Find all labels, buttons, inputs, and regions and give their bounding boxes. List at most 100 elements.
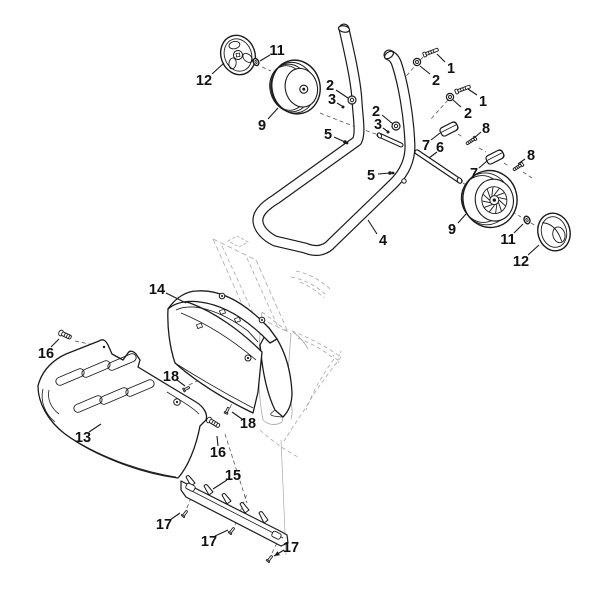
callout-17: 17 [156, 512, 181, 533]
part-number-label: 17 [201, 534, 217, 550]
callout-3: 3 [328, 92, 343, 108]
assembly-axis-lines [74, 56, 542, 554]
part-number-label: 18 [240, 416, 256, 432]
screw-illustration [223, 406, 230, 415]
callout-6: 6 [428, 140, 444, 159]
hole-dot [386, 130, 390, 134]
comb-bar-slot [271, 530, 282, 540]
comb-bar-slot [185, 482, 196, 492]
part-number-label: 6 [436, 140, 444, 156]
part-number-label: 1 [479, 94, 487, 110]
callout-2: 2 [419, 65, 440, 89]
hole-dot [341, 105, 345, 109]
callout-5: 5 [324, 127, 347, 144]
callout-7: 7 [470, 160, 488, 182]
frame-washers-and-holes [341, 95, 401, 134]
housing-top-rim [167, 290, 278, 344]
callout-7: 7 [422, 132, 441, 154]
part-number-label: 16 [38, 346, 54, 362]
wheel-spokes [482, 186, 507, 214]
flap-tab-hole [102, 345, 106, 349]
part-number-label: 7 [470, 166, 478, 182]
wheel-left-illustration [269, 59, 321, 115]
callout-4: 4 [367, 219, 387, 249]
part-number-label: 1 [447, 61, 455, 77]
comb-bar-illustration [180, 475, 289, 547]
callout-15: 15 [212, 468, 241, 490]
callout-2: 2 [372, 104, 394, 125]
screw-illustration [180, 510, 188, 518]
part-number-label: 13 [75, 430, 91, 446]
hub-cap-right-illustration [537, 212, 571, 252]
housing-right-wing [259, 327, 293, 418]
frame-tube-illustration [252, 23, 416, 256]
callout-2: 2 [326, 78, 349, 99]
comb-teeth [185, 475, 269, 524]
callout-17: 17 [273, 540, 299, 557]
deflector-housing-illustration [167, 290, 293, 418]
callout-16: 16 [38, 338, 60, 362]
callout-11: 11 [259, 43, 285, 62]
callout-12: 12 [196, 62, 225, 89]
wheel-right-illustration [460, 169, 518, 229]
hub-cap-left-illustration [219, 34, 257, 76]
callout-8: 8 [517, 148, 535, 165]
deflector-flap-illustration [37, 339, 208, 479]
part-number-label: 9 [448, 222, 456, 238]
callout-2: 2 [452, 99, 472, 122]
callout-13: 13 [75, 423, 102, 446]
part-number-label: 12 [196, 73, 212, 89]
washer-illustration [412, 57, 455, 102]
tube-hole-dot [391, 171, 395, 175]
part-number-label: 9 [258, 118, 266, 134]
callout-14: 14 [149, 282, 187, 304]
callout-11: 11 [500, 223, 524, 248]
callout-18: 18 [163, 369, 186, 387]
callout-9: 9 [258, 107, 279, 134]
callout-8: 8 [473, 121, 490, 139]
part-number-label: 7 [422, 138, 430, 154]
washer [347, 95, 357, 105]
screw-illustration [206, 416, 221, 428]
part-number-label: 2 [432, 73, 440, 89]
screw-illustration [227, 527, 235, 535]
callout-1: 1 [467, 88, 487, 110]
part-number-label: 8 [527, 148, 535, 164]
screw-illustration [422, 47, 439, 58]
tube-hole [401, 178, 407, 184]
part-number-label: 8 [482, 121, 490, 137]
sleeve-illustration [485, 149, 505, 165]
part-number-label: 5 [367, 168, 375, 184]
screw-illustration [58, 329, 72, 340]
axle-rod-illustration [376, 132, 463, 184]
screw-illustration [182, 386, 190, 393]
part-number-label: 17 [156, 517, 172, 533]
part-number-label: 14 [149, 282, 165, 298]
part-number-label: 3 [328, 92, 336, 108]
part-number-label: 16 [210, 445, 226, 461]
part-number-label: 5 [324, 127, 332, 143]
part-number-label: 4 [379, 233, 387, 249]
callout-9: 9 [448, 213, 467, 238]
callout-5: 5 [367, 168, 392, 184]
callout-3: 3 [374, 117, 388, 133]
part-number-label: 15 [225, 468, 241, 484]
callout-1: 1 [436, 53, 455, 77]
part-number-label: 11 [269, 43, 284, 59]
part-number-label: 3 [374, 117, 382, 133]
part-number-label: 2 [464, 106, 472, 122]
washer [391, 121, 401, 131]
sleeve-illustration [439, 121, 459, 137]
callout-17: 17 [201, 529, 229, 550]
part-number-label: 2 [372, 104, 380, 120]
callout-16: 16 [210, 435, 226, 461]
part-number-label: 2 [326, 78, 334, 94]
part-number-label: 17 [283, 540, 299, 556]
screw-illustration [454, 84, 471, 95]
screw-illustration [265, 555, 273, 563]
part-number-label: 11 [500, 232, 515, 248]
callout-12: 12 [513, 244, 540, 270]
